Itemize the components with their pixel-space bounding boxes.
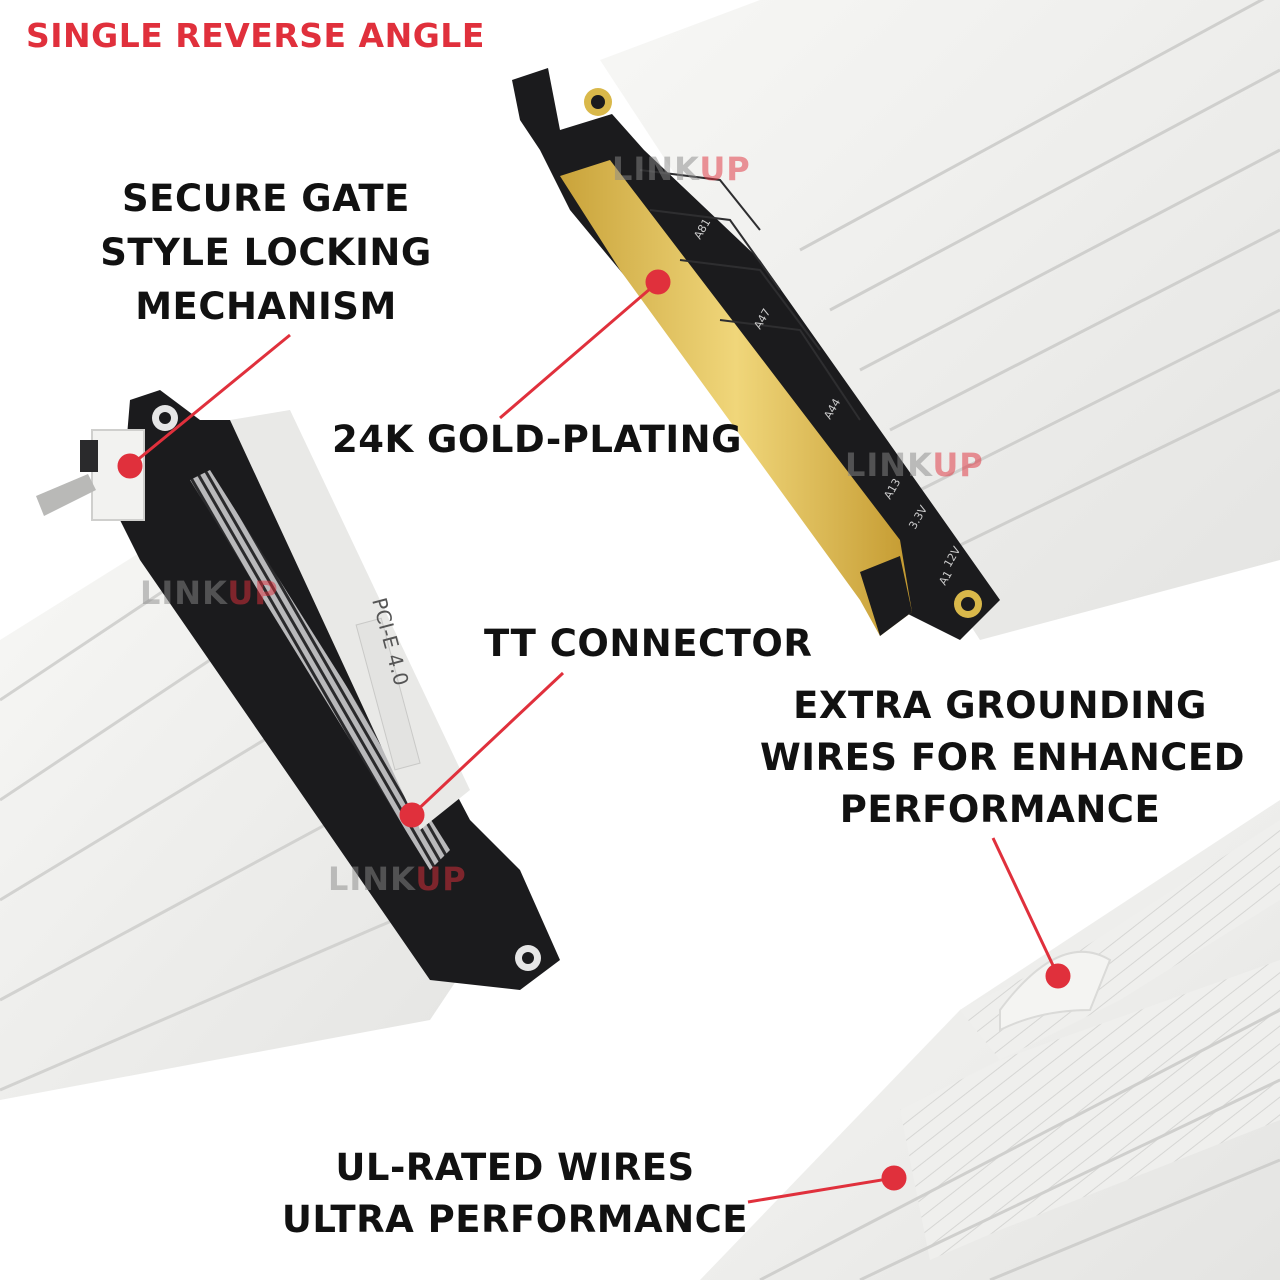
brand-watermark: LINKUP — [140, 574, 279, 612]
feature-label-grounding: EXTRA GROUNDING WIRES FOR ENHANCED PERFO… — [760, 680, 1245, 836]
feature-label-line: MECHANISM — [135, 285, 397, 328]
brand-watermark: LINKUP — [612, 150, 751, 188]
feature-label-line: PERFORMANCE — [839, 788, 1161, 831]
feature-label-line: ULTRA PERFORMANCE — [281, 1198, 749, 1241]
feature-label-line: EXTRA GROUNDING — [793, 684, 1207, 727]
feature-label-line: UL-RATED WIRES — [335, 1146, 695, 1189]
callout-dot-ground — [1045, 963, 1071, 989]
ribbon-cable-lower — [700, 800, 1280, 1280]
callout-dot-ul — [881, 1165, 907, 1191]
callout-dot-gold — [645, 269, 671, 295]
feature-label-line: SECURE GATE — [122, 177, 410, 220]
feature-label-line: STYLE LOCKING — [100, 231, 432, 274]
ribbon-cable-upper — [600, 0, 1280, 640]
feature-label-gold: 24K GOLD-PLATING — [332, 418, 742, 461]
page-title: SINGLE REVERSE ANGLE — [26, 16, 485, 55]
pcie-slot-connector: PCI-E 4.0 — [36, 390, 560, 990]
feature-label-connector: TT CONNECTOR — [484, 622, 813, 665]
feature-label-locking: SECURE GATE STYLE LOCKING MECHANISM — [96, 172, 436, 334]
feature-label-line: WIRES FOR ENHANCED — [760, 736, 1245, 779]
brand-watermark: LINKUP — [328, 860, 467, 898]
callout-lines — [117, 269, 1071, 1204]
callout-dot-lock — [117, 453, 143, 479]
brand-watermark: LINKUP — [845, 446, 984, 484]
callout-dot-tt — [399, 802, 425, 828]
pin-label-a1: A1 — [936, 568, 955, 587]
feature-label-wires: UL-RATED WIRES ULTRA PERFORMANCE — [280, 1142, 750, 1246]
